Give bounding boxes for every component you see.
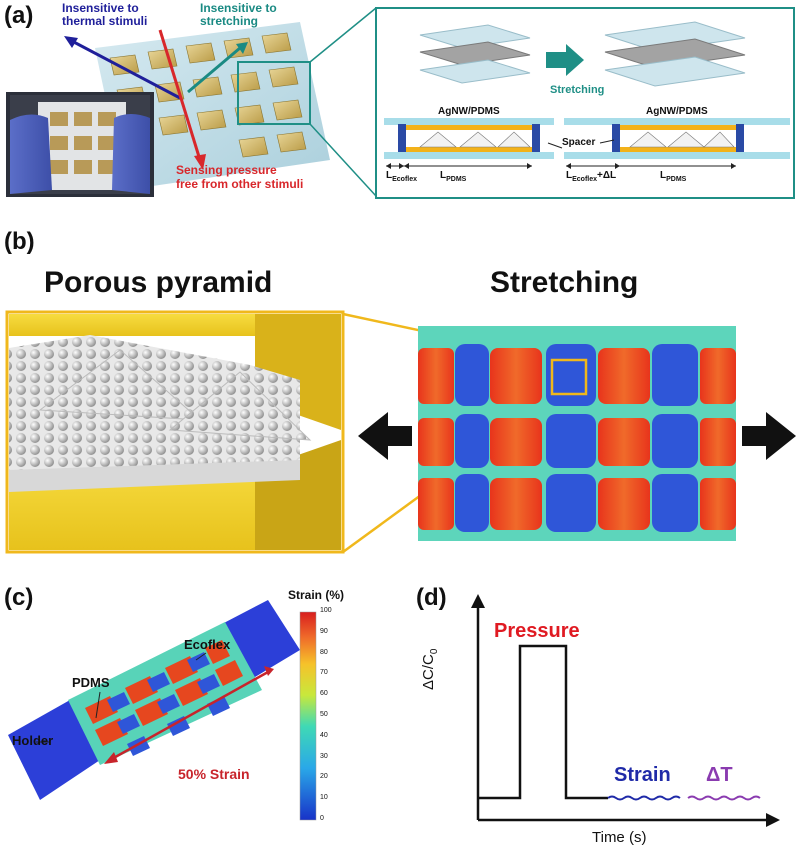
stretch-arrow [187,46,241,94]
strain-sim-3d [8,600,300,800]
right-arrow-icon [742,412,796,460]
colorbar [299,611,317,821]
stretching-simulation [418,326,736,541]
colorbar-tick-label: 80 [320,648,328,656]
colorbar-tick-label: 10 [320,794,328,802]
pressure-arrow [158,29,202,161]
panel-c-letter: (c) [4,584,34,611]
zoom-box [237,61,311,125]
colorbar-tick-label: 40 [320,731,328,739]
pdms-label: PDMS [72,675,110,690]
l-pdms-right-label: LPDMS [660,170,687,183]
colorbar-tick-label: 30 [320,752,328,760]
pressure-trace-label: Pressure [494,620,580,642]
colorbar-tick-label: 50 [320,711,328,718]
strain-trace [607,795,681,801]
l-ecoflex-delta-label: LEcoflex+ΔL [566,170,617,183]
colorbar-title: Strain (%) [288,588,345,602]
thermal-label: Insensitive to thermal stimuli [62,1,148,28]
panel-b-letter: (b) [4,228,35,255]
x-axis-label: Time (s) [592,829,647,846]
porous-pyramid-title: Porous pyramid [44,266,273,299]
spacer-label: Spacer [562,137,596,148]
response-plot [471,594,780,827]
inset-stretching-label: Stretching [550,84,605,96]
pressure-trace [478,644,608,800]
holder-label: Holder [12,733,54,748]
colorbar-tick-label: 60 [320,690,328,698]
l-ecoflex-label: LEcoflex [386,170,418,183]
layers-left [419,24,531,84]
stretching-title: Stretching [490,266,639,299]
colorbar-tick-label: 0 [320,815,324,822]
agnw-left-label: AgNW/PDMS [438,106,500,117]
porous-pyramid-render [5,310,345,554]
left-arrow-icon [358,412,412,460]
strain-50-label: 50% Strain [178,766,250,782]
l-pdms-label: LPDMS [440,170,467,183]
agnw-right-label: AgNW/PDMS [646,106,708,117]
delta-t-trace-label: ΔT [706,764,733,786]
colorbar-tick-label: 100 [320,607,332,614]
colorbar-tick-label: 20 [320,773,328,781]
strain-trace-label: Strain [614,764,671,786]
stretching-arrow [546,44,584,76]
ecoflex-label: Ecoflex [184,637,231,652]
thermal-arrow [69,38,181,100]
cross-section-left [384,118,554,169]
cross-section-right [564,118,790,169]
pressure-label: Sensing pressure free from other stimuli [176,163,304,191]
layers-right [604,21,746,87]
y-axis-label: ΔC/C0 [420,648,440,690]
stretch-label: Insensitive to stretching [200,1,277,28]
delta-t-trace [687,795,761,801]
colorbar-tick-label: 70 [320,669,328,677]
colorbar-tick-label: 90 [320,627,328,635]
panel-d-letter: (d) [416,584,447,611]
panel-a-letter: (a) [4,2,34,29]
device-photo [6,92,154,197]
